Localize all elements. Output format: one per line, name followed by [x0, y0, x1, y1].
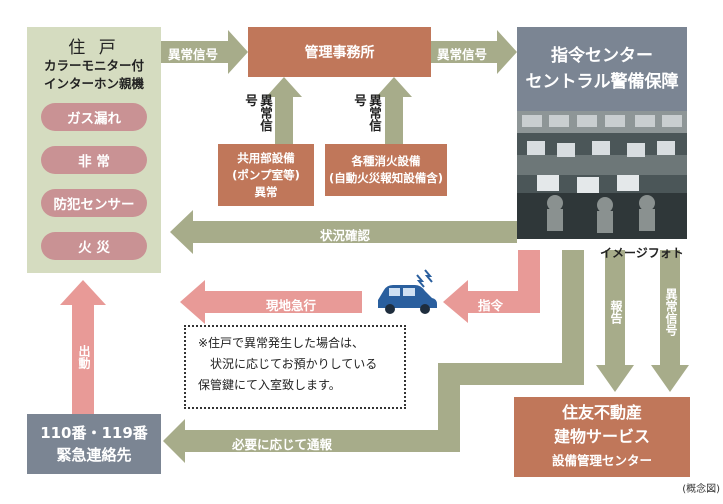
fire-equipment-line1: 各種消火設備	[351, 154, 421, 168]
arrow-status-check	[170, 210, 517, 254]
arrow-office-to-center	[431, 30, 517, 74]
arrow-fire-to-office	[376, 77, 412, 144]
command-center-photo	[517, 111, 687, 239]
control-room-image	[517, 111, 687, 239]
arrow-rush-to-site	[180, 280, 362, 324]
alarm-emergency: 非 常	[41, 146, 147, 174]
label-command: 指令	[478, 298, 504, 313]
alarm-gas-leak: ガス漏れ	[41, 103, 147, 131]
emergency-line2: 緊急連絡先	[56, 446, 132, 464]
command-center-box: 指令センター セントラル警備保障	[517, 27, 687, 111]
note-line2: 状況に応じてお預かりしている	[210, 357, 378, 371]
label-abnormal-signal-fire: 異常信号	[352, 94, 382, 132]
arrow-report	[596, 250, 634, 392]
common-equipment-line1: 共用部設備	[237, 150, 295, 165]
dwelling-panel: 住 戸 カラーモニター付 インターホン親機 ガス漏れ 非 常 防犯センサー 火 …	[27, 27, 161, 273]
label-abnormal-signal-down: 異常信号	[664, 288, 678, 336]
sumitomo-facility-box: 住友不動産 建物サービス 設備管理センター	[514, 397, 690, 477]
arrow-abnormal-down	[651, 250, 689, 392]
label-report: 報告	[609, 300, 623, 324]
fire-equipment-box: 各種消火設備 (自動火災報知設備含)	[325, 144, 447, 196]
label-dispatch: 出動	[77, 345, 91, 369]
common-equipment-box: 共用部設備 (ポンプ室等) 異常	[218, 144, 314, 206]
arrow-notify	[163, 250, 584, 463]
photo-caption: イメージフォト	[600, 246, 684, 260]
arrow-dwelling-to-office	[161, 30, 248, 74]
arrow-common-to-office	[266, 77, 302, 144]
sumitomo-line3: 設備管理センター	[551, 453, 652, 468]
note-line3: 保管鍵にて入室致します。	[198, 378, 341, 392]
dwelling-subtitle: カラーモニター付 インターホン親機	[27, 57, 161, 93]
note-line1: ※住戸で異常発生した場合は、	[198, 336, 365, 350]
car-icon	[378, 269, 437, 314]
fire-equipment-line2: (自動火災報知設備含)	[328, 171, 443, 185]
arrow-command	[443, 250, 540, 323]
label-notify-as-needed: 必要に応じて通報	[232, 437, 333, 452]
emergency-line1: 110番・119番	[40, 424, 148, 442]
label-abnormal-signal-common: 異常信号	[243, 94, 273, 132]
management-office-box: 管理事務所	[248, 27, 431, 77]
command-center-line2: セントラル警備保障	[525, 72, 679, 92]
alarm-fire: 火 災	[41, 232, 147, 260]
label-abnormal-signal-2: 異常信号	[437, 47, 488, 62]
common-equipment-line3: 異常	[254, 184, 278, 199]
alarm-security-sensor: 防犯センサー	[41, 189, 147, 217]
emergency-contact-box: 110番・119番 緊急連絡先	[27, 414, 161, 474]
note-box: ※住戸で異常発生した場合は、 状況に応じてお預かりしている 保管鍵にて入室致しま…	[184, 325, 406, 409]
label-rush-to-site: 現地急行	[266, 298, 317, 313]
sumitomo-line2: 建物サービス	[553, 427, 650, 446]
dwelling-subtitle-line2: インターホン親機	[43, 76, 144, 91]
label-abnormal-signal-1: 異常信号	[168, 47, 219, 62]
label-status-check: 状況確認	[320, 228, 371, 243]
arrow-dispatch	[60, 280, 106, 414]
common-equipment-line2: (ポンプ室等)	[232, 167, 300, 182]
sumitomo-line1: 住友不動産	[561, 403, 642, 422]
dwelling-title: 住 戸	[68, 38, 120, 58]
command-center-line1: 指令センター	[551, 46, 653, 66]
diagram-caption: (概念図)	[682, 484, 720, 495]
dwelling-subtitle-line1: カラーモニター付	[43, 58, 144, 73]
